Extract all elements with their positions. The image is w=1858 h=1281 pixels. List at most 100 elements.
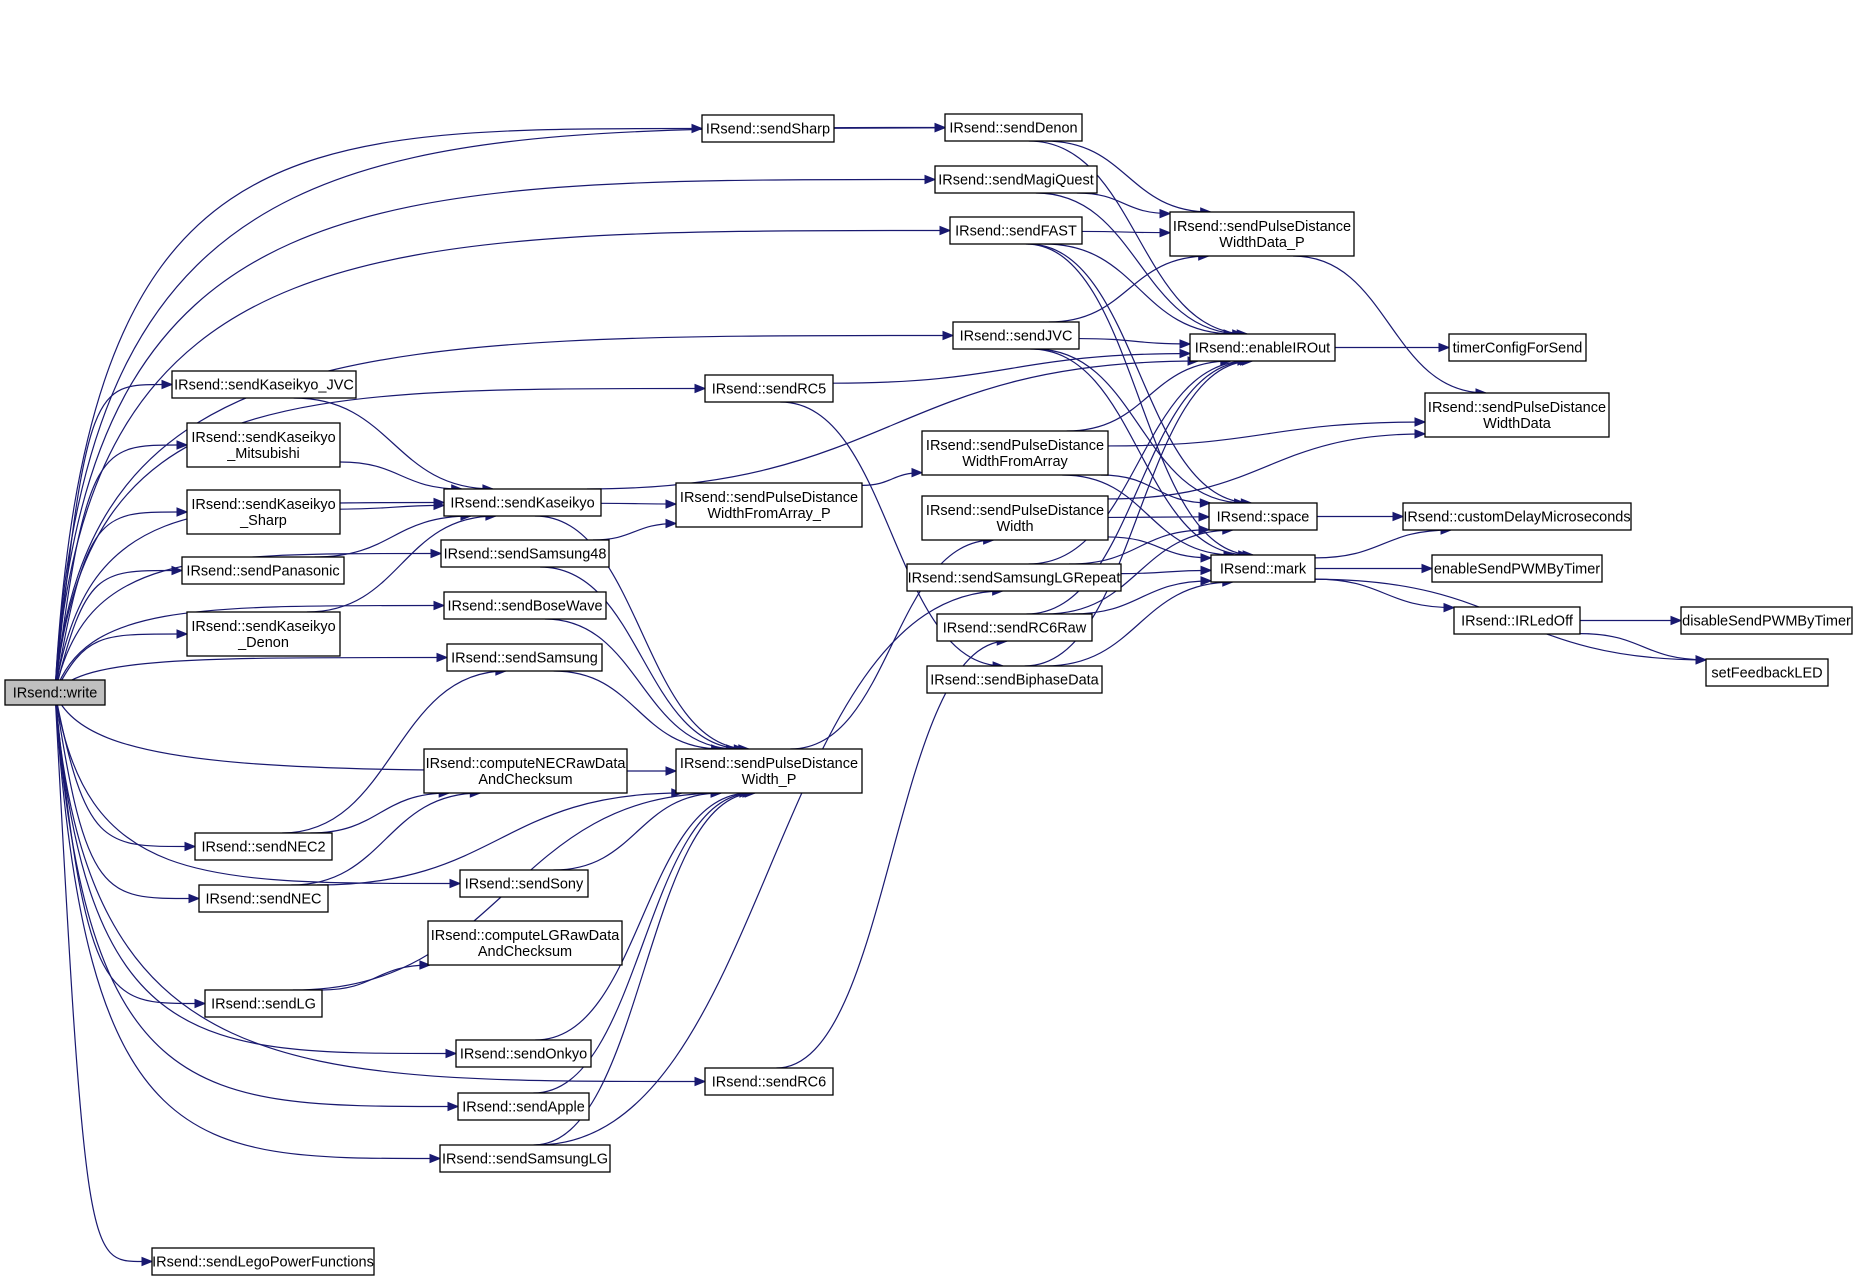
call-edge xyxy=(1044,243,1235,335)
call-edge xyxy=(600,502,677,505)
arrowhead-icon xyxy=(691,123,704,134)
node-label: _Mitsubishi xyxy=(226,446,300,462)
node-sendsharp[interactable]: IRsend::sendSharp xyxy=(701,114,835,143)
node-irledoff[interactable]: IRsend::IRLedOff xyxy=(1453,606,1581,635)
arrowhead-icon xyxy=(665,766,678,776)
call-edge xyxy=(553,670,722,750)
node-label: _Sharp xyxy=(239,513,287,529)
node-disablesendpwmbytimer[interactable]: disableSendPWMByTimer xyxy=(1680,606,1853,635)
node-box xyxy=(1424,392,1610,438)
node-setfeedbackled[interactable]: setFeedbackLED xyxy=(1705,658,1829,687)
node-sendsamsung[interactable]: IRsend::sendSamsung xyxy=(446,643,603,672)
node-sendkaseikyo-sharp[interactable]: IRsend::sendKaseikyo_Sharp xyxy=(186,489,341,535)
node-sendlg[interactable]: IRsend::sendLG xyxy=(204,989,323,1018)
node-sendjvc[interactable]: IRsend::sendJVC xyxy=(952,321,1080,350)
arrowhead-icon xyxy=(1414,429,1427,439)
call-edge xyxy=(54,511,178,693)
node-box xyxy=(1448,333,1587,362)
node-sendnec[interactable]: IRsend::sendNEC xyxy=(198,884,329,913)
node-space[interactable]: IRsend::space xyxy=(1208,502,1318,531)
arrowhead-icon xyxy=(1695,655,1708,665)
node-sendrc6[interactable]: IRsend::sendRC6 xyxy=(704,1067,834,1096)
arrowhead-icon xyxy=(176,507,189,517)
node-sendonkyo[interactable]: IRsend::sendOnkyo xyxy=(455,1039,592,1068)
node-label: IRsend::IRLedOff xyxy=(1461,614,1574,630)
arrowhead-icon xyxy=(1200,565,1213,576)
node-sendbiphasedata[interactable]: IRsend::sendBiphaseData xyxy=(926,665,1103,694)
call-edge xyxy=(1035,192,1243,335)
node-sendsamsunglg[interactable]: IRsend::sendSamsungLG xyxy=(439,1144,611,1173)
node-label: IRsend::sendKaseikyo xyxy=(191,497,335,513)
arrowhead-icon xyxy=(194,998,207,1009)
node-box xyxy=(440,539,610,568)
node-sendrc6raw[interactable]: IRsend::sendRC6Raw xyxy=(936,613,1093,642)
node-sendsamsung48[interactable]: IRsend::sendSamsung48 xyxy=(440,539,610,568)
node-sendkaseikyo-mitsubishi[interactable]: IRsend::sendKaseikyo_Mitsubishi xyxy=(186,422,341,468)
node-label: IRsend::sendPulseDistance xyxy=(1428,400,1606,416)
node-label: IRsend::sendPanasonic xyxy=(186,564,339,580)
node-mark[interactable]: IRsend::mark xyxy=(1210,554,1316,583)
call-edge xyxy=(1579,633,1707,661)
call-edge xyxy=(1107,421,1426,447)
arrowhead-icon xyxy=(161,379,174,390)
arrowhead-icon xyxy=(176,629,189,639)
node-sendnec2[interactable]: IRsend::sendNEC2 xyxy=(194,832,333,861)
node-write[interactable]: IRsend::write xyxy=(4,679,106,706)
node-sendpulsedistancewidthfromarray-p[interactable]: IRsend::sendPulseDistanceWidthFromArray_… xyxy=(675,482,863,528)
node-box xyxy=(151,1247,375,1276)
call-edge xyxy=(310,792,450,834)
node-label: IRsend::sendKaseikyo xyxy=(191,619,335,635)
node-customdelaymicroseconds[interactable]: IRsend::customDelayMicroseconds xyxy=(1402,502,1632,531)
node-sendmagiquest[interactable]: IRsend::sendMagiQuest xyxy=(934,165,1098,194)
node-sendlegopowerfunctions[interactable]: IRsend::sendLegoPowerFunctions xyxy=(151,1247,375,1276)
node-label: IRsend::customDelayMicroseconds xyxy=(1403,510,1630,526)
call-edge xyxy=(592,522,677,541)
node-timerconfigforsend[interactable]: timerConfigForSend xyxy=(1448,333,1587,362)
call-edge xyxy=(54,127,693,693)
arrowhead-icon xyxy=(911,467,924,478)
node-sendkaseikyo[interactable]: IRsend::sendKaseikyo xyxy=(443,488,602,517)
call-edge xyxy=(1024,360,1253,667)
call-edge xyxy=(1314,578,1455,609)
node-enableirout[interactable]: IRsend::enableIROut xyxy=(1189,333,1336,362)
node-sendbosewave[interactable]: IRsend::sendBoseWave xyxy=(443,591,607,620)
node-sendkaseikyo-jvc[interactable]: IRsend::sendKaseikyo_JVC xyxy=(171,370,357,399)
node-senddenon[interactable]: IRsend::sendDenon xyxy=(944,113,1083,142)
node-box xyxy=(1210,554,1316,583)
call-edge xyxy=(534,515,749,750)
arrowhead-icon xyxy=(694,383,707,394)
call-edge xyxy=(1071,580,1212,615)
node-sendsamsunglgrepeat[interactable]: IRsend::sendSamsungLGRepeat xyxy=(906,563,1122,592)
node-label: WidthFromArray_P xyxy=(707,506,830,522)
node-label: WidthData_P xyxy=(1219,235,1304,251)
call-edge xyxy=(293,397,493,490)
node-sendfast[interactable]: IRsend::sendFAST xyxy=(949,216,1083,245)
node-sendrc5[interactable]: IRsend::sendRC5 xyxy=(704,374,834,403)
node-label: IRsend::sendPulseDistance xyxy=(680,490,858,506)
node-sendsony[interactable]: IRsend::sendSony xyxy=(459,869,589,898)
call-edge xyxy=(544,618,737,750)
node-box xyxy=(186,422,341,468)
arrowhead-icon xyxy=(436,652,449,663)
call-edge xyxy=(1026,360,1251,615)
node-sendpanasonic[interactable]: IRsend::sendPanasonic xyxy=(181,556,345,585)
node-sendapple[interactable]: IRsend::sendApple xyxy=(457,1092,590,1121)
node-box xyxy=(926,665,1103,694)
call-edge xyxy=(54,692,451,885)
node-enablesendpwmbytimer[interactable]: enableSendPWMByTimer xyxy=(1431,554,1603,583)
call-edge xyxy=(1030,348,1249,556)
node-label: IRsend::sendRC6Raw xyxy=(943,621,1087,637)
call-edge xyxy=(780,401,1004,667)
node-sendkaseikyo-denon[interactable]: IRsend::sendKaseikyo_Denon xyxy=(186,611,341,657)
node-label: IRsend::sendSamsungLG xyxy=(442,1152,608,1168)
node-label: AndChecksum xyxy=(478,772,572,788)
call-edge xyxy=(54,569,173,693)
